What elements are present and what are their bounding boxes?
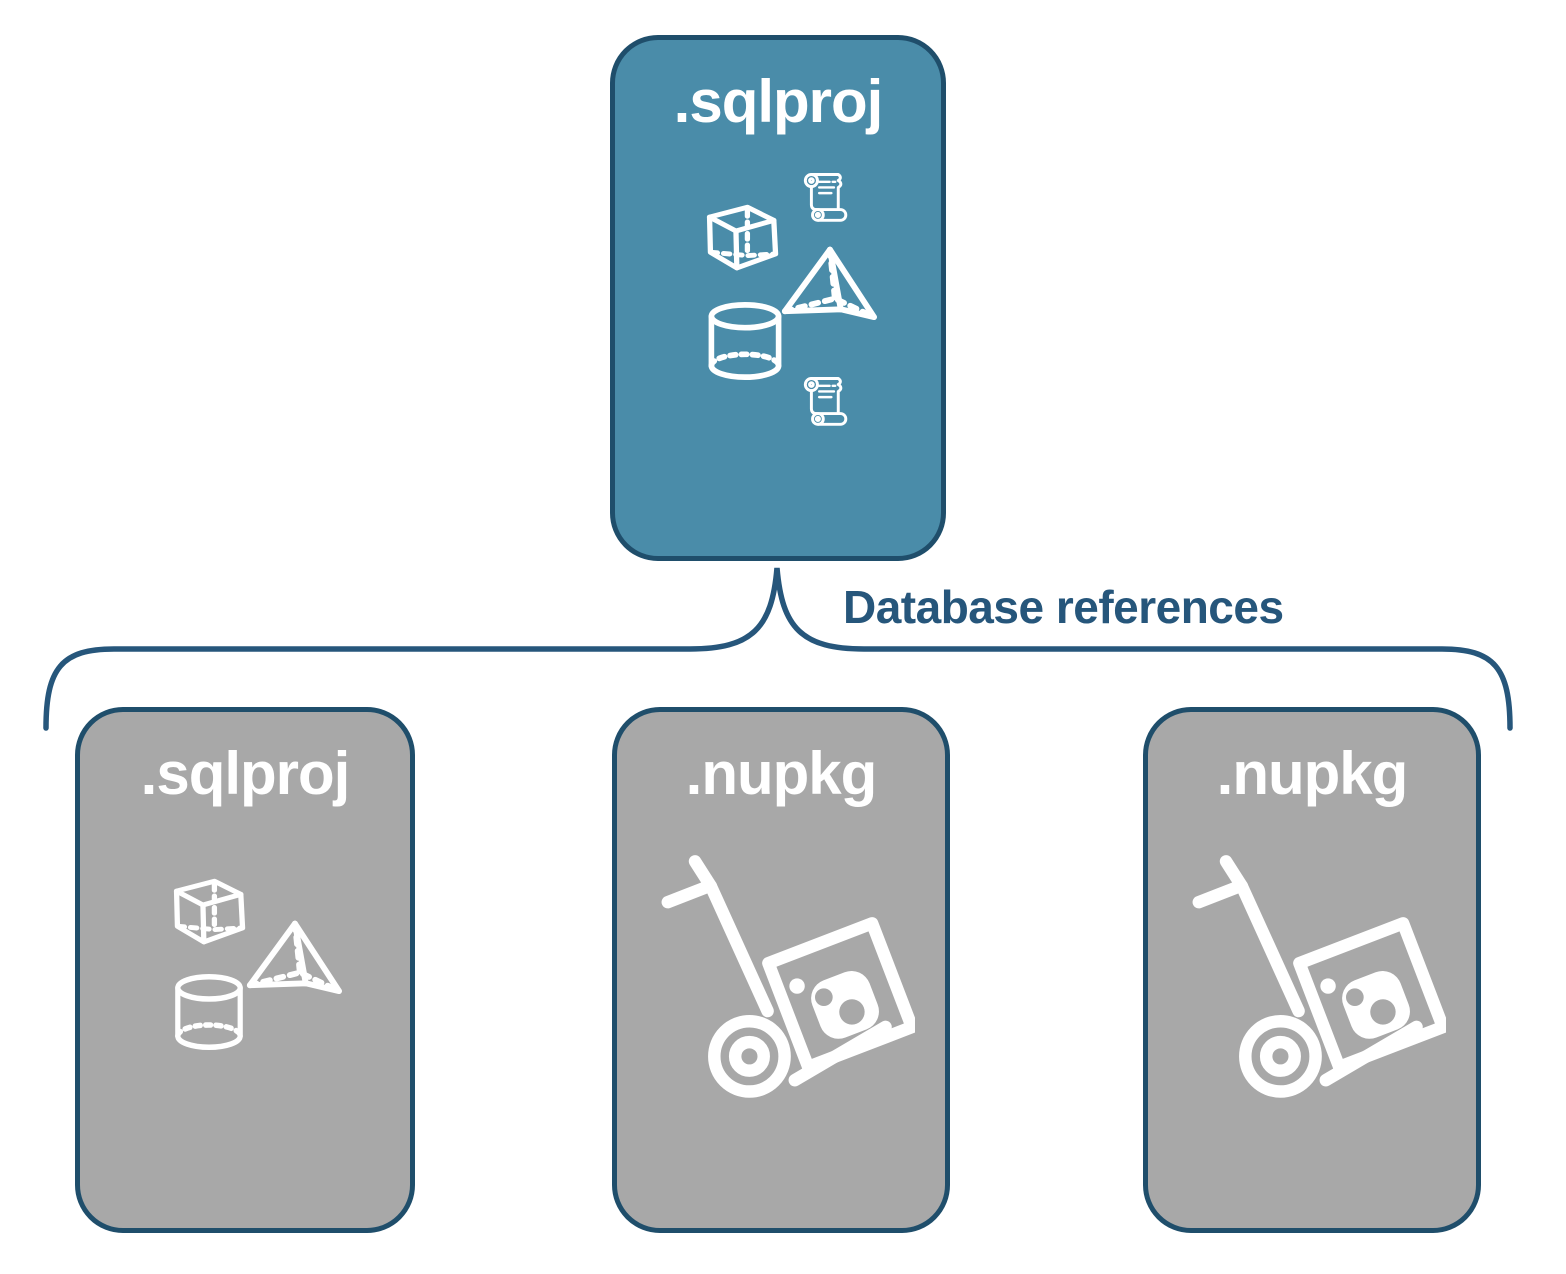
package-dolly-icon [1192, 852, 1446, 1102]
child-node-label: .nupkg [685, 740, 878, 807]
connector-label: Database references [843, 581, 1284, 633]
root-node-label: .sqlproj [673, 68, 884, 135]
cylinder-icon [703, 302, 787, 380]
cube-icon [699, 190, 787, 272]
cylinder-icon [170, 974, 248, 1050]
child-node-nupkg-1: .nupkg [612, 707, 950, 1233]
package-dolly-icon [661, 852, 915, 1102]
child-node-sqlproj: .sqlproj [75, 707, 415, 1233]
root-node-sqlproj: .sqlproj [610, 35, 946, 561]
script-scroll-icon [803, 376, 848, 426]
pyramid-icon [244, 908, 342, 996]
pyramid-icon [779, 234, 877, 322]
script-scroll-icon [803, 172, 848, 222]
child-node-label: .sqlproj [140, 740, 351, 807]
child-node-label: .nupkg [1216, 740, 1409, 807]
cube-icon [166, 864, 254, 946]
child-node-nupkg-2: .nupkg [1143, 707, 1481, 1233]
